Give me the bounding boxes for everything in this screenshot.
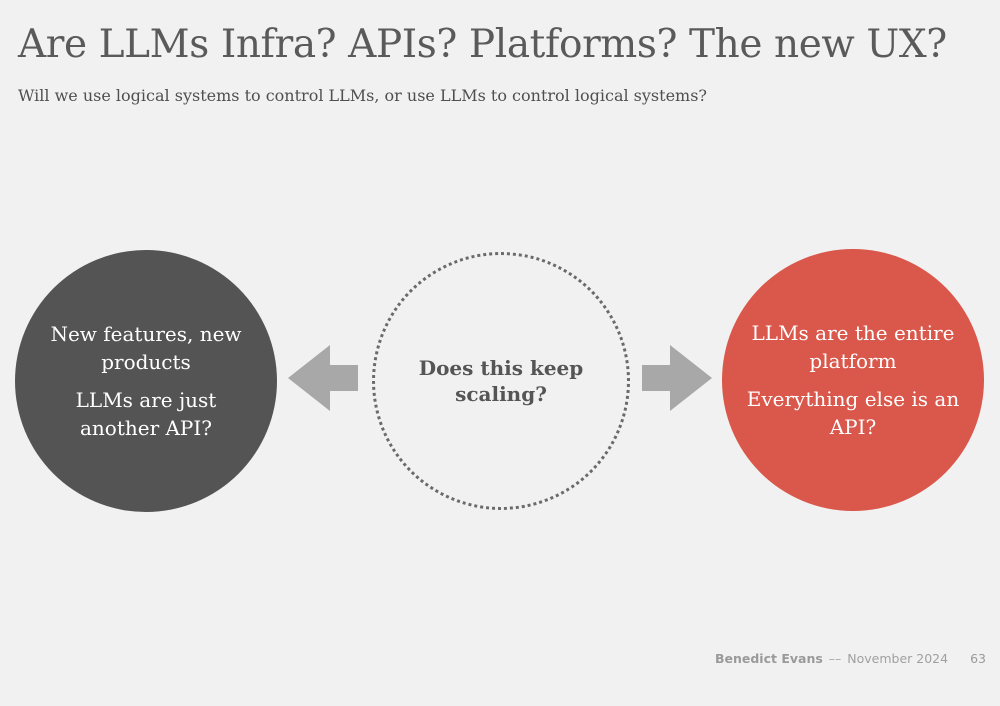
center-circle-question: Does this keep scaling? [372, 252, 630, 510]
left-circle-line-1: New features, new products [50, 322, 242, 374]
right-circle-platform: LLMs are the entire platform Everything … [722, 249, 984, 511]
right-circle-line-1: LLMs are the entire platform [751, 321, 955, 373]
footer-separator: –– [828, 651, 842, 666]
footer-author: Benedict Evans [714, 651, 823, 666]
right-circle-line-2: Everything else is an API? [746, 387, 960, 439]
arrow-left-icon [288, 345, 358, 411]
footer-date: November 2024 [847, 651, 949, 666]
arrow-right-icon [642, 345, 712, 411]
page-number: 63 [970, 651, 986, 666]
left-circle-line-2: LLMs are just another API? [75, 388, 217, 440]
slide-footer: Benedict Evans –– November 2024 63 [715, 651, 986, 666]
center-circle-text: Does this keep scaling? [418, 356, 584, 406]
left-circle-infra-api: New features, new products LLMs are just… [15, 250, 277, 512]
slide-subtitle: Will we use logical systems to control L… [18, 86, 707, 105]
slide-title: Are LLMs Infra? APIs? Platforms? The new… [18, 22, 947, 67]
